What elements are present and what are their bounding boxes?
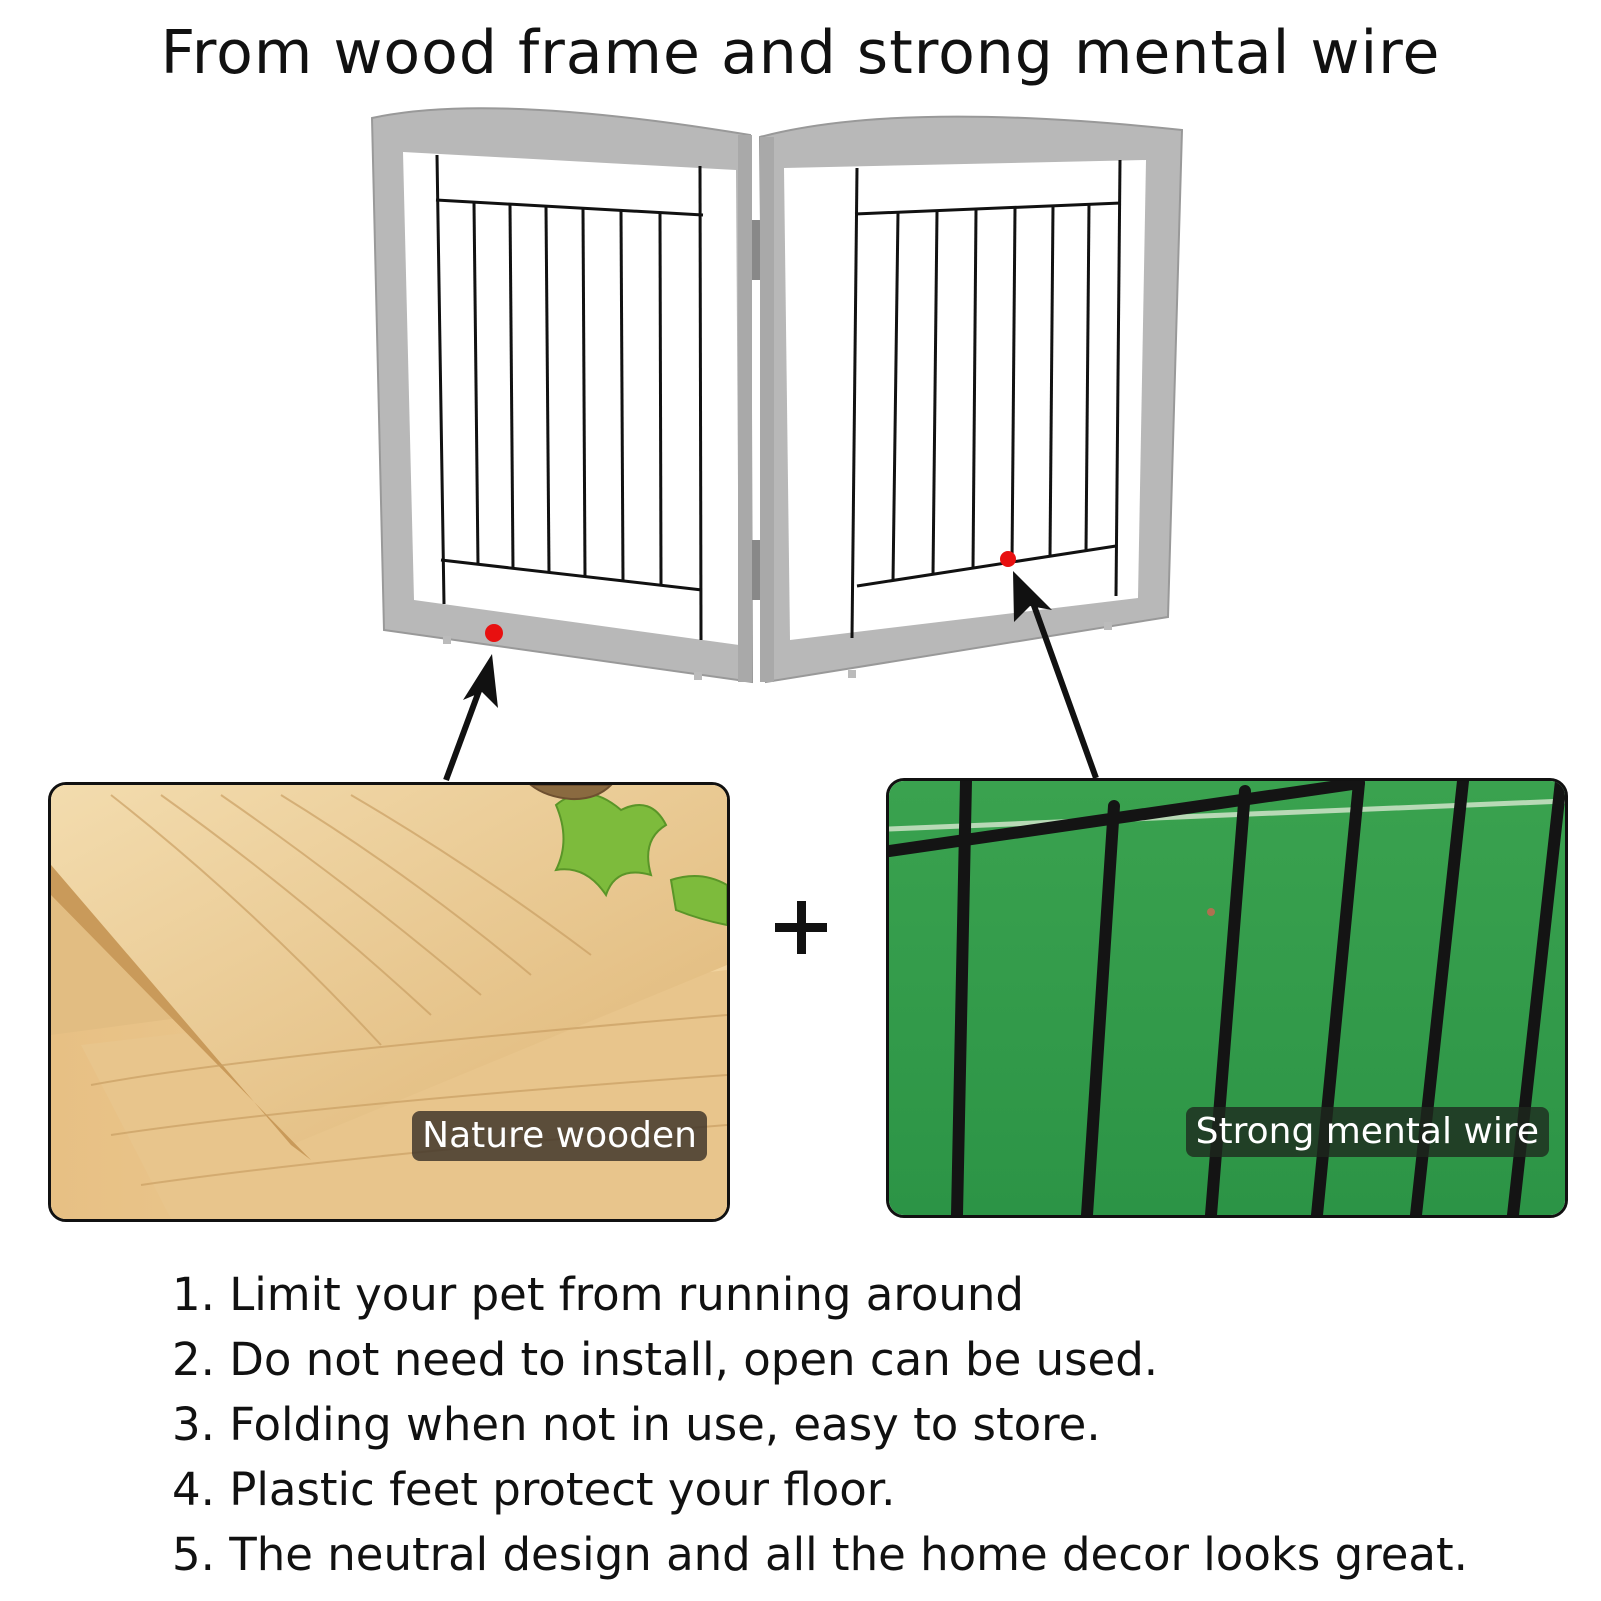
feature-item: 2. Do not need to install, open can be u… (172, 1333, 1159, 1386)
hinge-top (752, 220, 760, 280)
right-gate-panel (758, 115, 1184, 684)
left-gate-panel (370, 107, 754, 684)
nature-wooden-panel: Nature wooden (48, 782, 730, 1222)
strong-wire-label: Strong mental wire (1185, 1107, 1549, 1157)
wire-marker-dot (1000, 551, 1016, 567)
feature-item: 3. Folding when not in use, easy to stor… (172, 1398, 1101, 1451)
wood-marker-dot (485, 624, 503, 642)
nature-wooden-label: Nature wooden (412, 1111, 707, 1161)
strong-wire-panel: Strong mental wire (886, 778, 1568, 1218)
arrow-up-icon (443, 654, 498, 782)
feature-item: 1. Limit your pet from running around (172, 1268, 1024, 1321)
feature-item: 4. Plastic feet protect your floor. (172, 1463, 896, 1516)
feature-list: 1. Limit your pet from running around 2.… (172, 1262, 1468, 1587)
page-title: From wood frame and strong mental wire (160, 18, 1441, 88)
hinge-bottom (752, 540, 760, 600)
feature-item: 5. The neutral design and all the home d… (172, 1528, 1468, 1581)
arrow-up-icon (1013, 571, 1099, 780)
plus-icon (775, 898, 835, 958)
